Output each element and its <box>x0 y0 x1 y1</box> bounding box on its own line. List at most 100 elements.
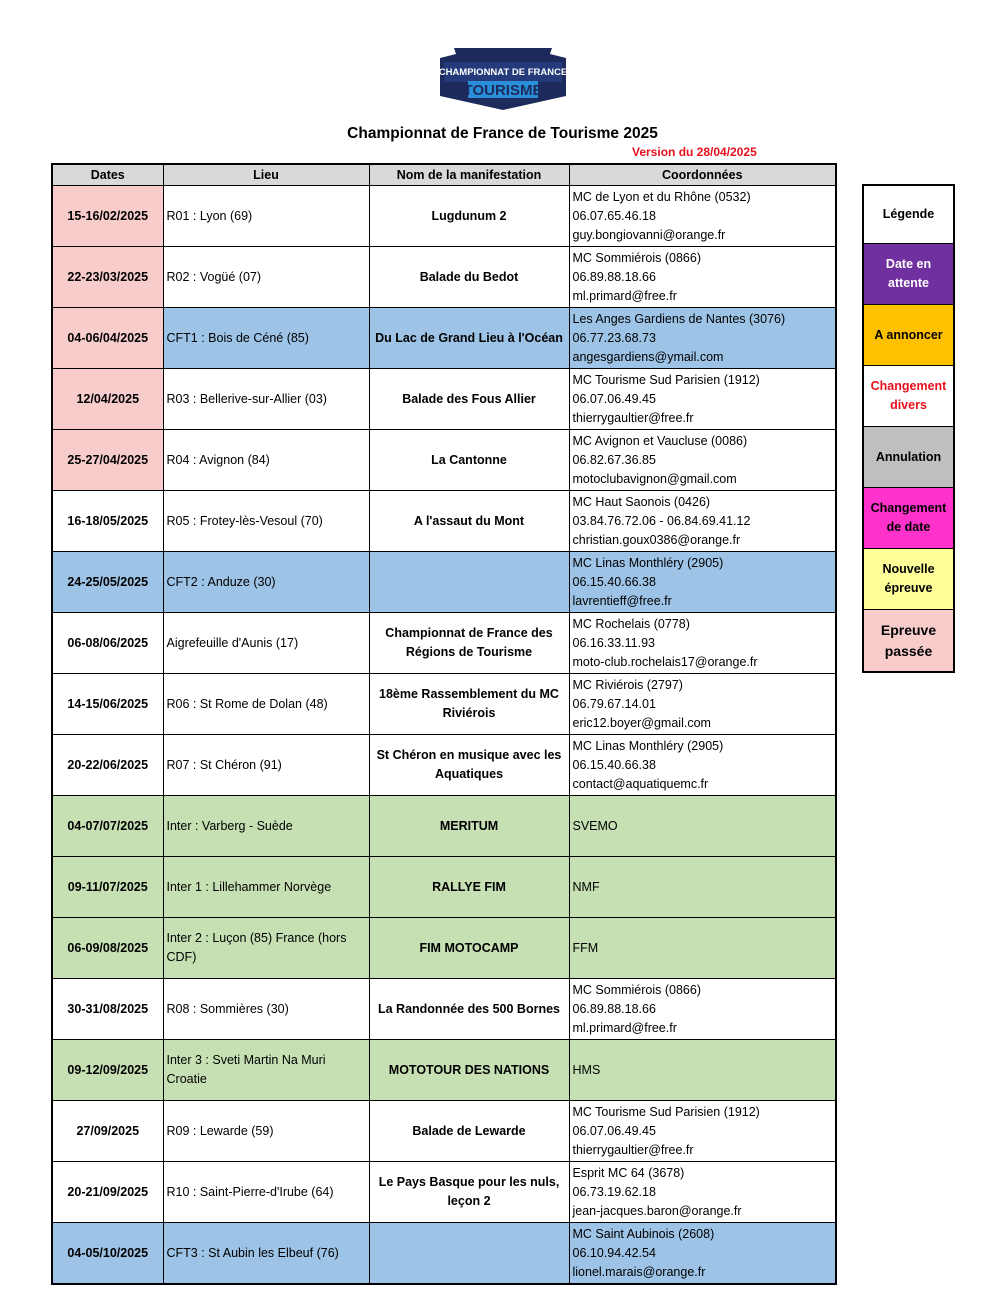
event-lieu: Inter 1 : Lillehammer Norvège <box>162 856 370 918</box>
contact-line-c1: MC Sommiérois (0866) <box>572 250 702 265</box>
logo-line1: CHAMPIONNAT DE FRANCE <box>440 67 566 78</box>
event-name: Balade de Lewarde <box>368 1100 570 1162</box>
page-title: Championnat de France de Tourisme 2025 <box>347 125 658 142</box>
contact-line-c2: 06.89.88.18.66 <box>572 269 656 284</box>
event-contact: SVEMO <box>568 795 837 857</box>
event-name <box>368 551 570 613</box>
event-name: Le Pays Basque pour les nuls, leçon 2 <box>368 1161 570 1223</box>
contact-line-c1: MC Avignon et Vaucluse (0086) <box>572 433 748 448</box>
legend-orange: A annoncer <box>862 304 955 366</box>
event-lieu: R01 : Lyon (69) <box>162 185 370 247</box>
event-contact: MC de Lyon et du Rhône (0532) 06.07.65.46… <box>568 185 837 247</box>
event-lieu: R09 : Lewarde (59) <box>162 1100 370 1162</box>
contact-line-c3: moto-club.rochelais17@orange.fr <box>572 654 758 669</box>
event-date: 06-09/08/2025 <box>51 917 164 979</box>
contact-line-c3: christian.goux0386@orange.fr <box>572 532 741 547</box>
event-contact: Les Anges Gardiens de Nantes (3076)06.77… <box>568 307 837 369</box>
contact-line-c2: 06.07.65.46.18 <box>572 208 656 223</box>
event-date: 24-25/05/2025 <box>51 551 164 613</box>
event-lieu: Aigrefeuille d'Aunis (17) <box>162 612 370 674</box>
event-name: La Cantonne <box>368 429 570 491</box>
logo-line2: TOURISME <box>464 82 543 99</box>
event-contact: MC Linas Monthléry (2905) 06.15.40.66.38 l… <box>568 551 837 613</box>
event-date: 20-22/06/2025 <box>51 734 164 796</box>
contact-line-c3: thierrygaultier@free.fr <box>572 410 694 425</box>
event-date: 09-11/07/2025 <box>51 856 164 918</box>
event-date: 30-31/08/2025 <box>51 978 164 1040</box>
contact-line-c1: MC de Lyon et du Rhône (0532) <box>572 189 751 204</box>
contact-line-c3: lavrentieff@free.fr <box>572 593 672 608</box>
contact-line-c1: MC Haut Saonois (0426) <box>572 494 711 509</box>
legend-row: Epreuve passée <box>862 609 955 673</box>
contact-line-c3: thierrygaultier@free.fr <box>572 1142 694 1157</box>
contact-line-c2: 03.84.76.72.06 - 06.84.69.41.12 <box>572 513 751 528</box>
contact-line-c3: guy.bongiovanni@orange.fr <box>572 227 726 242</box>
event-date: 25-27/04/2025 <box>51 429 164 491</box>
legend-row: Changement de date <box>862 487 955 549</box>
event-lieu: R05 : Frotey-lès-Vesoul (70) <box>162 490 370 552</box>
event-date: 27/09/2025 <box>51 1100 164 1162</box>
event-date: 04-06/04/2025 <box>51 307 164 369</box>
event-lieu: CFT2 : Anduze (30) <box>162 551 370 613</box>
event-contact: MC Haut Saonois (0426) 03.84.76.72.06 - 0… <box>568 490 837 552</box>
contact-line-c2: 06.73.19.62.18 <box>572 1184 656 1199</box>
event-date: 06-08/06/2025 <box>51 612 164 674</box>
legend-white: Légende <box>862 184 955 244</box>
event-date: 14-15/06/2025 <box>51 673 164 735</box>
contact-line-c3: ml.primard@free.fr <box>572 1020 677 1035</box>
event-date: 04-05/10/2025 <box>51 1222 164 1285</box>
event-name: 18ème Rassemblement du MC Riviérois <box>368 673 570 735</box>
contact-line-c1: MC Linas Monthléry (2905) <box>572 555 724 570</box>
event-contact: NMF <box>568 856 837 918</box>
event-name <box>368 1222 570 1285</box>
contact-line-c2: 06.77.23.68.73 <box>572 330 656 345</box>
event-lieu: R02 : Vogüé (07) <box>162 246 370 308</box>
event-lieu: Inter : Varberg - Suède <box>162 795 370 857</box>
contact-line-c3: lionel.marais@orange.fr <box>572 1264 706 1279</box>
contact-line-c3: motoclubavignon@gmail.com <box>572 471 737 486</box>
event-date: 15-16/02/2025 <box>51 185 164 247</box>
event-lieu: CFT1 : Bois de Céné (85) <box>162 307 370 369</box>
version-label: Version du 28/04/2025 <box>632 145 757 159</box>
event-lieu: R06 : St Rome de Dolan (48) <box>162 673 370 735</box>
event-contact: HMS <box>568 1039 837 1101</box>
legend-magenta: Changement de date <box>862 487 955 549</box>
event-name: A l'assaut du Mont <box>368 490 570 552</box>
event-lieu: Inter 2 : Luçon (85) France (hors CDF) <box>162 917 370 979</box>
legend-red: Changement divers <box>862 365 955 427</box>
calendar-table: Dates Lieu Nom de la manifestation Coord… <box>51 163 837 1285</box>
event-name: Lugdunum 2 <box>368 185 570 247</box>
event-name: Balade du Bedot <box>368 246 570 308</box>
contact-line-c2: 06.15.40.66.38 <box>572 574 656 589</box>
contact-line-c1: SVEMO <box>572 818 618 833</box>
event-name: Balade des Fous Allier <box>368 368 570 430</box>
legend-rose: Epreuve passée <box>862 609 955 673</box>
event-contact: MC Tourisme Sud Parisien (1912)06.07.06.… <box>568 1100 837 1162</box>
event-lieu: R03 : Bellerive-sur-Allier (03) <box>162 368 370 430</box>
contact-line-c3: contact@aquatiquemc.fr <box>572 776 709 791</box>
contact-line-c1: MC Riviérois (2797) <box>572 677 683 692</box>
event-name: Championnat de France des Régions de Tou… <box>368 612 570 674</box>
contact-line-c2: 06.07.06.49.45 <box>572 1123 656 1138</box>
event-date: 09-12/09/2025 <box>51 1039 164 1101</box>
contact-line-c2: 06.79.67.14.01 <box>572 696 656 711</box>
contact-line-c3: ml.primard@free.fr <box>572 288 677 303</box>
event-lieu: R10 : Saint-Pierre-d'Irube (64) <box>162 1161 370 1223</box>
contact-line-c1: HMS <box>572 1062 601 1077</box>
